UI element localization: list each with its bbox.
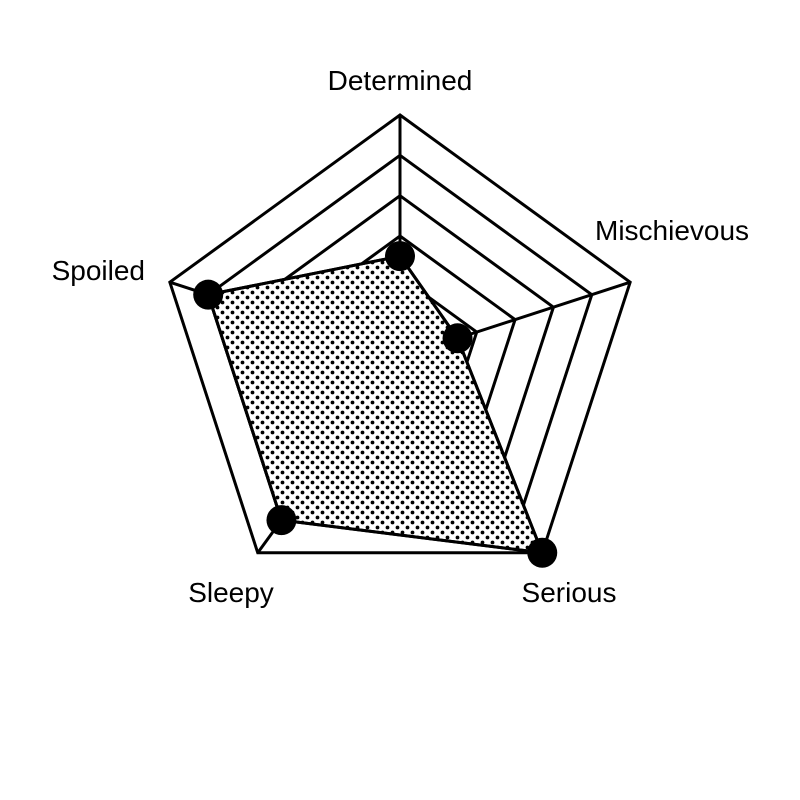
axis-label-spoiled: Spoiled <box>52 255 145 286</box>
axis-label-mischievous: Mischievous <box>595 215 749 246</box>
data-point-determined <box>385 241 415 272</box>
data-point-sleepy <box>266 505 297 536</box>
data-point-serious <box>527 537 558 568</box>
series-outline <box>206 254 545 555</box>
data-point-mischievous <box>442 323 473 354</box>
series-area <box>206 254 545 555</box>
radar-series <box>193 241 558 568</box>
axis-label-determined: Determined <box>328 65 473 96</box>
axis-label-sleepy: Sleepy <box>188 577 274 608</box>
data-point-spoiled <box>193 279 224 310</box>
grid-ring-6 <box>168 113 632 555</box>
axis-label-serious: Serious <box>522 577 617 608</box>
